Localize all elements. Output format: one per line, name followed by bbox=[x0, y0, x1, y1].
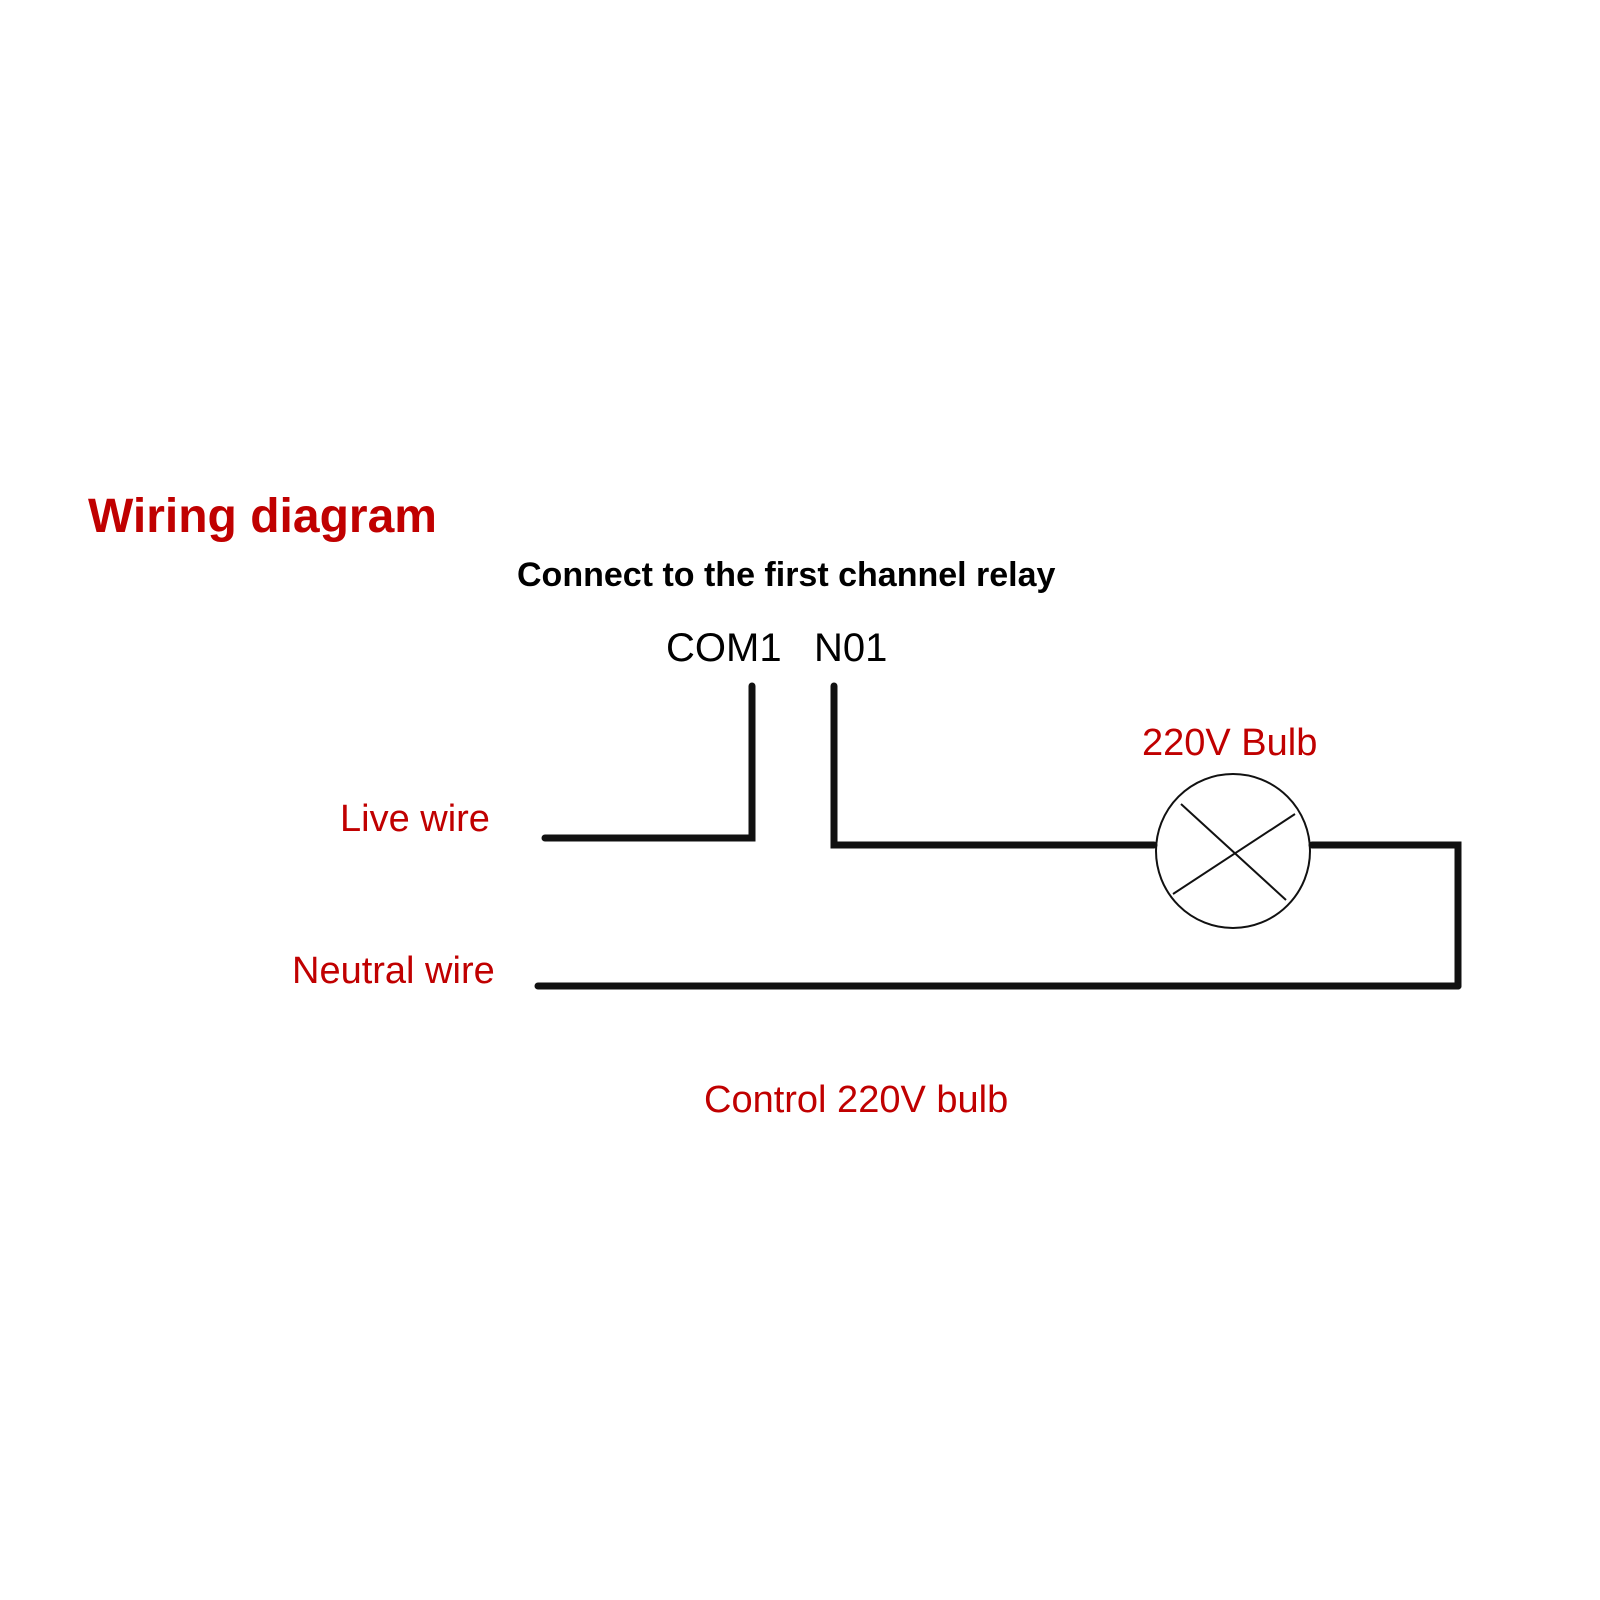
diagram-title: Wiring diagram bbox=[88, 490, 437, 543]
live-wire-line bbox=[541, 682, 756, 842]
bulb-return-wire bbox=[1308, 841, 1462, 990]
no1-to-bulb-wire bbox=[830, 682, 1158, 849]
com1-terminal-label: COM1 bbox=[666, 626, 782, 670]
diagram-caption: Control 220V bulb bbox=[704, 1079, 1009, 1121]
bulb-circle bbox=[1155, 773, 1311, 929]
neutral-wire-label: Neutral wire bbox=[292, 950, 495, 992]
bulb-cross-line-2 bbox=[1172, 813, 1296, 895]
bulb-icon bbox=[1155, 773, 1311, 929]
bulb-cross-line-1 bbox=[1180, 803, 1287, 901]
diagram-subtitle: Connect to the first channel relay bbox=[517, 556, 1056, 594]
bulb-label: 220V Bulb bbox=[1142, 722, 1318, 764]
no1-terminal-label: N01 bbox=[814, 626, 888, 670]
live-wire-label: Live wire bbox=[340, 798, 490, 840]
